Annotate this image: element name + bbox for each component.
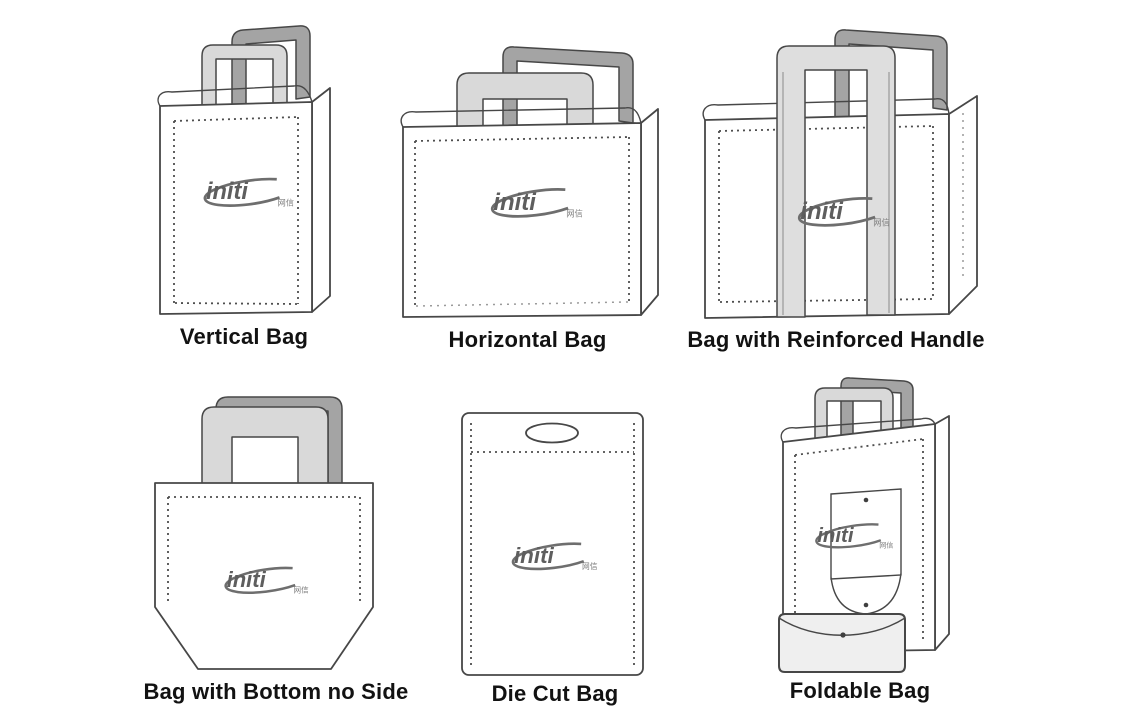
stitch-lines <box>718 125 934 303</box>
stitch-lines <box>173 116 299 305</box>
bag-front-panel <box>159 101 313 315</box>
horizontal-bag-illustration <box>400 46 659 318</box>
bag-opening-edge <box>780 417 936 443</box>
vertical-bag-illustration <box>157 25 331 315</box>
stitch-lines <box>167 496 361 601</box>
die-cut-bag-illustration <box>461 412 644 676</box>
bottom-fold-stitch <box>415 301 629 307</box>
foldable-bag-label: Foldable Bag <box>789 678 931 703</box>
die-cut-handle-hole <box>525 422 579 444</box>
front-handle <box>456 72 594 128</box>
bag-side-panel <box>934 415 950 651</box>
bag-side-panel <box>640 108 659 316</box>
bag-front-panel <box>402 122 642 318</box>
reinforced-handle-bag-illustration <box>702 29 978 319</box>
bag-opening-edge <box>702 98 950 121</box>
bag-opening-edge <box>157 85 313 107</box>
reinforced-handle-bag-label: Bag with Reinforced Handle <box>687 327 985 352</box>
vertical-bag-label: Vertical Bag <box>179 324 309 349</box>
bottom-no-side-bag-illustration <box>154 396 374 670</box>
stitch-lines <box>414 136 630 307</box>
bag-side-panel <box>311 87 331 313</box>
bottom-no-side-bag-label: Bag with Bottom no Side <box>143 679 409 704</box>
pouch-snap-dot <box>840 632 846 638</box>
folded-pouch <box>778 613 906 673</box>
die-cut-bag-label: Die Cut Bag <box>491 681 619 706</box>
back-handle <box>231 25 311 111</box>
stitch-lines <box>794 438 924 642</box>
horizontal-bag-label: Horizontal Bag <box>448 327 607 352</box>
snap-dot-bottom <box>863 602 869 608</box>
snap-dot-top <box>863 497 869 503</box>
reinforced-strap-front <box>776 45 896 318</box>
strap-inner-edges <box>782 72 890 315</box>
stitch-lines <box>470 423 635 666</box>
front-handle <box>201 406 329 488</box>
foldable-bag-illustration <box>778 377 950 673</box>
bag-front-panel <box>782 423 936 653</box>
bag-opening-edge <box>400 107 642 128</box>
